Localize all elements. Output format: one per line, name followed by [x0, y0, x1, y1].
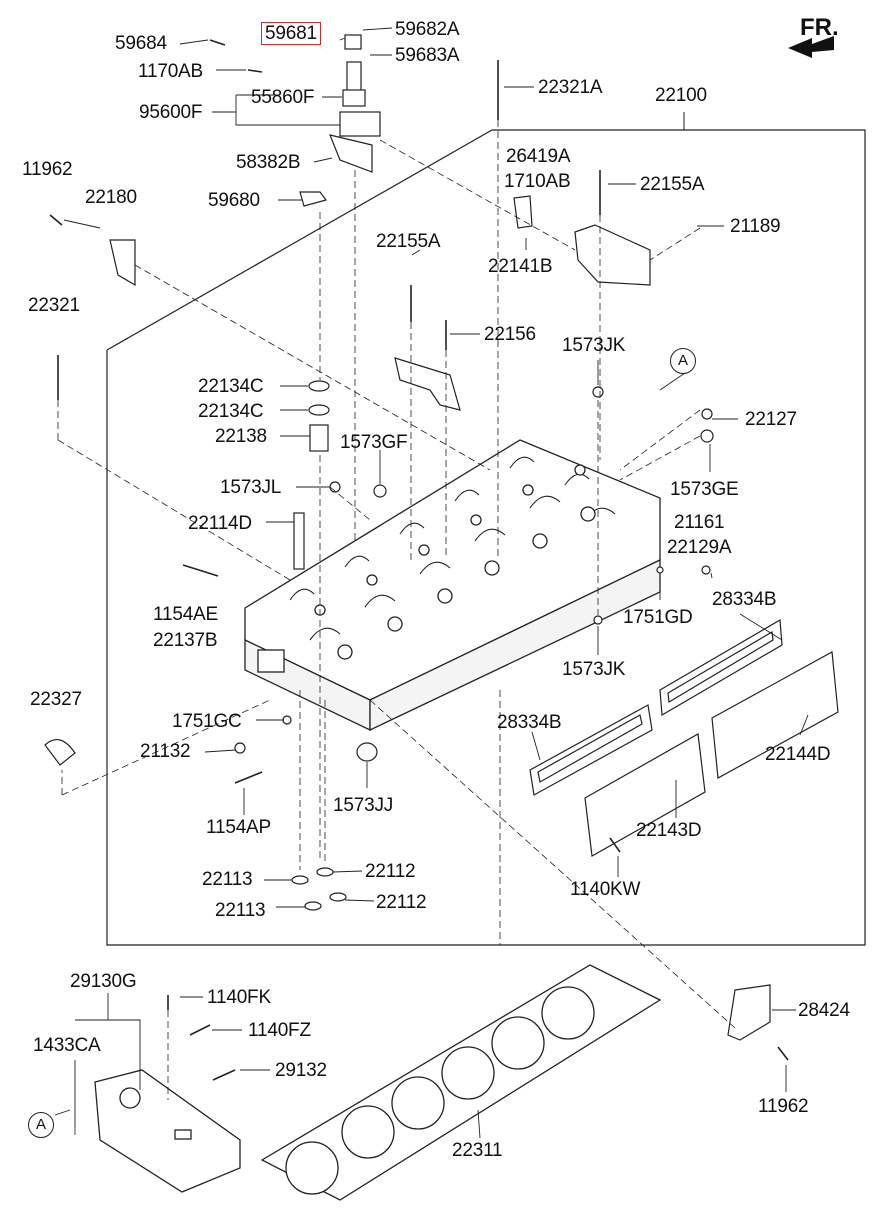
part-label-21132[interactable]: 21132	[140, 741, 191, 762]
part-label-58382B[interactable]: 58382B	[236, 152, 301, 173]
part-label-1573JK-bottom[interactable]: 1573JK	[562, 659, 626, 680]
part-label-59683A[interactable]: 59683A	[395, 45, 460, 66]
part-label-1154AE[interactable]: 1154AE	[153, 604, 219, 625]
dashed-guides	[57, 120, 736, 1135]
part-label-22137B[interactable]: 22137B	[153, 630, 218, 651]
part-label-59680[interactable]: 59680	[208, 190, 260, 211]
part-label-1751GC[interactable]: 1751GC	[172, 711, 242, 732]
part-label-1573JJ[interactable]: 1573JJ	[333, 795, 394, 816]
part-label-1573GE[interactable]: 1573GE	[670, 479, 739, 500]
part-label-1140FK[interactable]: 1140FK	[207, 987, 271, 1008]
part-label-22144D[interactable]: 22144D	[765, 744, 831, 765]
part-label-22129A[interactable]: 22129A	[667, 537, 732, 558]
part-label-1573GF[interactable]: 1573GF	[340, 432, 408, 453]
manifold-gaskets	[529, 619, 839, 857]
part-label-21161[interactable]: 21161	[674, 512, 725, 533]
part-label-1140FZ[interactable]: 1140FZ	[248, 1020, 311, 1041]
part-label-21189[interactable]: 21189	[730, 216, 781, 237]
part-label-22138[interactable]: 22138	[215, 426, 267, 447]
head-gasket	[260, 964, 662, 1201]
part-label-22321A[interactable]: 22321A	[538, 77, 603, 98]
part-label-22155A-right[interactable]: 22155A	[640, 174, 705, 195]
part-label-1710AB[interactable]: 1710AB	[504, 171, 571, 192]
part-label-1140KW[interactable]: 1140KW	[570, 879, 641, 900]
assembly-outline	[106, 129, 866, 946]
front-orientation-label: FR.	[800, 14, 839, 41]
part-label-22327[interactable]: 22327	[30, 689, 82, 710]
part-label-28424[interactable]: 28424	[798, 1000, 850, 1021]
part-label-29130G[interactable]: 29130G	[70, 971, 137, 992]
part-label-22143D[interactable]: 22143D	[636, 820, 702, 841]
part-label-26419A[interactable]: 26419A	[506, 146, 571, 167]
part-label-1433CA[interactable]: 1433CA	[33, 1035, 101, 1056]
cylinder-head	[244, 439, 661, 732]
part-label-1154AP[interactable]: 1154AP	[206, 817, 272, 838]
part-label-1751GD[interactable]: 1751GD	[623, 607, 693, 628]
part-label-22156[interactable]: 22156	[484, 324, 536, 345]
part-label-22112-b[interactable]: 22112	[376, 892, 427, 913]
part-label-22127[interactable]: 22127	[745, 409, 797, 430]
part-label-1170AB[interactable]: 1170AB	[138, 61, 204, 82]
part-label-22141B[interactable]: 22141B	[488, 256, 553, 277]
part-label-22134C-a[interactable]: 22134C	[198, 376, 264, 397]
part-label-22112-a[interactable]: 22112	[365, 861, 416, 882]
bolts	[49, 39, 789, 1081]
part-label-28334B-left[interactable]: 28334B	[497, 712, 562, 733]
part-label-59681-highlighted[interactable]: 59681	[261, 22, 321, 45]
leader-lines	[54, 27, 809, 1139]
part-label-59682A[interactable]: 59682A	[395, 19, 460, 40]
part-label-11962-bottom[interactable]: 11962	[758, 1096, 809, 1117]
part-label-1573JK-top[interactable]: 1573JK	[562, 335, 626, 356]
part-label-22180[interactable]: 22180	[85, 187, 137, 208]
part-label-29132[interactable]: 29132	[275, 1060, 327, 1081]
callout-a-marker-bottom: A	[28, 1112, 54, 1138]
part-label-95600F[interactable]: 95600F	[139, 102, 203, 123]
callout-a-marker-top: A	[670, 348, 696, 374]
part-label-11962-top[interactable]: 11962	[22, 159, 73, 180]
part-label-59684[interactable]: 59684	[115, 33, 167, 54]
part-label-22113-b[interactable]: 22113	[215, 900, 266, 921]
part-label-28334B-right[interactable]: 28334B	[712, 589, 777, 610]
part-label-22100[interactable]: 22100	[655, 85, 707, 106]
part-label-22311[interactable]: 22311	[452, 1140, 503, 1161]
part-label-1573JL[interactable]: 1573JL	[220, 477, 282, 498]
part-label-22321[interactable]: 22321	[28, 295, 80, 316]
part-label-22155A-left[interactable]: 22155A	[376, 231, 441, 252]
part-label-55860F[interactable]: 55860F	[251, 87, 315, 108]
part-label-22114D[interactable]: 22114D	[188, 513, 252, 534]
part-label-22113-a[interactable]: 22113	[202, 869, 253, 890]
front-cover	[94, 1069, 241, 1193]
part-label-22134C-b[interactable]: 22134C	[198, 401, 264, 422]
front-arrow-icon	[788, 36, 834, 58]
